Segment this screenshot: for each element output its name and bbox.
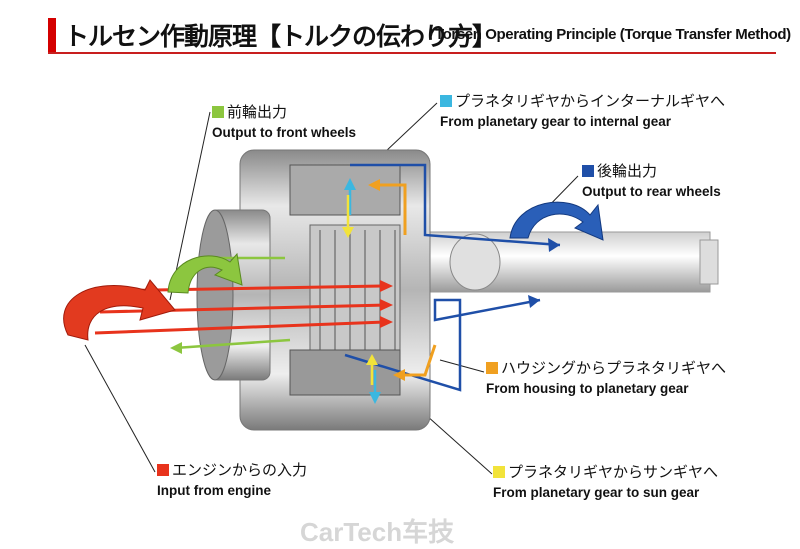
label-jp: プラネタリギヤからサンギヤへ xyxy=(508,463,719,481)
label-planetary-to-sun: プラネタリギヤからサンギヤへ From planetary gear to su… xyxy=(493,461,718,500)
front-rotation-arrow xyxy=(167,252,243,294)
yellow-square-icon xyxy=(493,465,505,478)
sun-gear xyxy=(309,224,401,366)
label-planetary-to-internal: プラネタリギヤからインターナルギヤへ From planetary gear t… xyxy=(440,90,725,129)
title-accent-bar xyxy=(48,18,56,54)
engine-rotation-arrow xyxy=(63,279,176,341)
green-square-icon xyxy=(212,105,224,118)
label-en: Output to front wheels xyxy=(212,125,356,140)
label-jp: ハウジングからプラネタリギヤへ xyxy=(501,359,727,377)
planetary-gear-bottom xyxy=(289,349,401,396)
red-square-icon xyxy=(157,463,169,476)
label-engine-input: エンジンからの入力 Input from engine xyxy=(157,459,307,498)
title-english: Torsen Operating Principle (Torque Trans… xyxy=(435,26,791,43)
label-rear-output: 後輪出力 Output to rear wheels xyxy=(582,160,721,199)
label-jp: 後輪出力 xyxy=(597,162,658,180)
label-jp: 前輪出力 xyxy=(227,103,288,121)
title-underline xyxy=(48,52,776,54)
orange-square-icon xyxy=(486,361,498,374)
blue-square-icon xyxy=(582,164,594,177)
label-en: Input from engine xyxy=(157,483,271,498)
label-en: From planetary gear to sun gear xyxy=(493,485,700,500)
title-japanese: トルセン作動原理【トルクの伝わり方】 xyxy=(64,22,497,51)
label-en: From housing to planetary gear xyxy=(486,381,689,396)
label-housing-to-planetary: ハウジングからプラネタリギヤへ From housing to planetar… xyxy=(486,357,726,396)
label-front-output: 前輪出力 Output to front wheels xyxy=(212,101,356,140)
rear-rotation-arrow xyxy=(509,201,604,241)
watermark: CarTech车技 xyxy=(300,517,455,547)
label-en: From planetary gear to internal gear xyxy=(440,114,672,129)
cyan-square-icon xyxy=(440,94,452,107)
label-en: Output to rear wheels xyxy=(582,184,721,199)
label-jp: プラネタリギヤからインターナルギヤへ xyxy=(455,92,726,110)
label-jp: エンジンからの入力 xyxy=(172,461,308,479)
